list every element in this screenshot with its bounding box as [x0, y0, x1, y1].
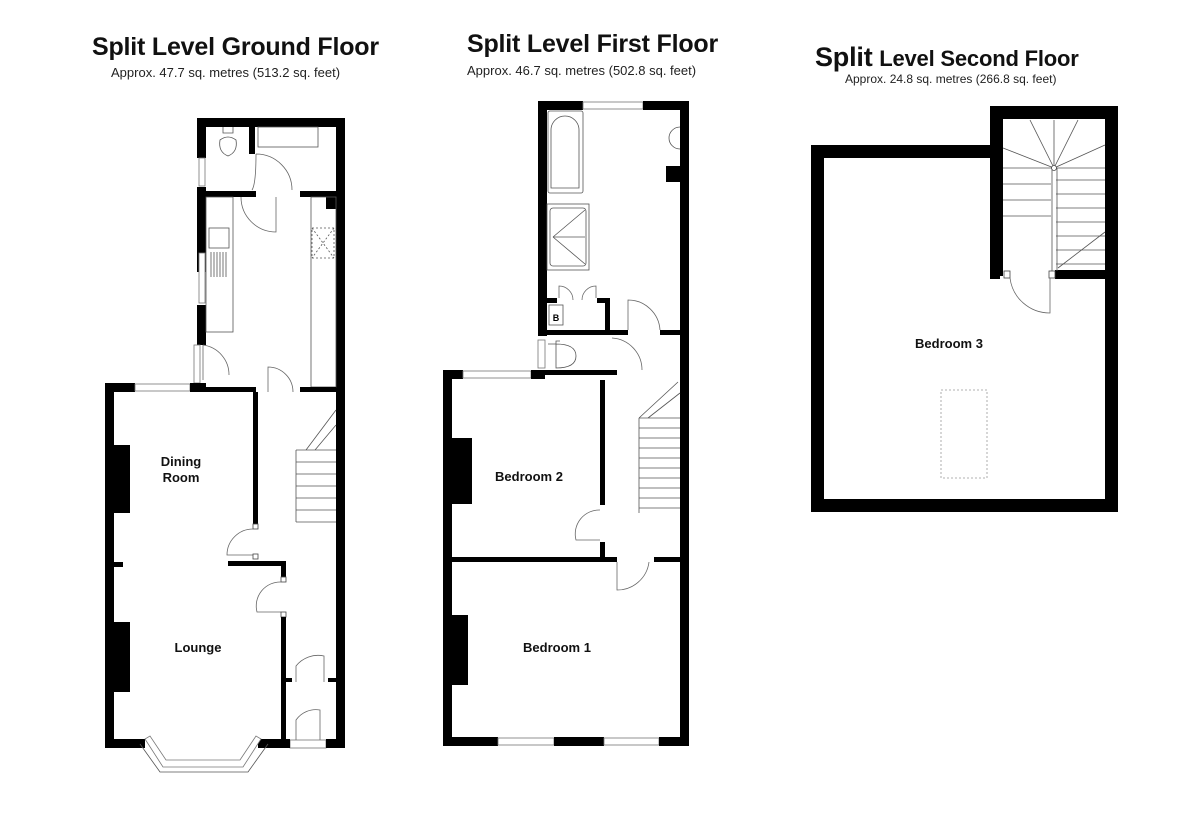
bedroom-2-label: Bedroom 2	[495, 469, 563, 484]
bedroom-3-label: Bedroom 3	[915, 336, 983, 351]
bedroom-1-label: Bedroom 1	[523, 640, 591, 655]
lounge-label: Lounge	[175, 640, 222, 655]
second-floor-title: Split Level Second Floor	[815, 42, 1079, 73]
second-floor-plan: Bedroom 3	[811, 106, 1118, 512]
ground-floor-title: Split Level Ground Floor	[92, 33, 379, 61]
second-floor-area: Approx. 24.8 sq. metres (266.8 sq. feet)	[845, 72, 1057, 86]
ground-floor-plan: Dining Room Lounge	[105, 118, 345, 773]
boiler-label: B	[553, 313, 560, 323]
first-floor-plan: B Bedroom 2 Bedroom 1	[443, 101, 689, 746]
first-floor-title: Split Level First Floor	[467, 30, 718, 58]
first-floor-area: Approx. 46.7 sq. metres (502.8 sq. feet)	[467, 63, 697, 78]
dining-room-label-line1: Dining	[161, 454, 201, 469]
second-floor-title-part2: Level Second Floor	[879, 46, 1079, 71]
second-floor-title-part1: Split	[815, 42, 873, 72]
ground-floor-area: Approx. 47.7 sq. metres (513.2 sq. feet)	[111, 65, 341, 80]
dining-room-label-line2: Room	[163, 470, 200, 485]
